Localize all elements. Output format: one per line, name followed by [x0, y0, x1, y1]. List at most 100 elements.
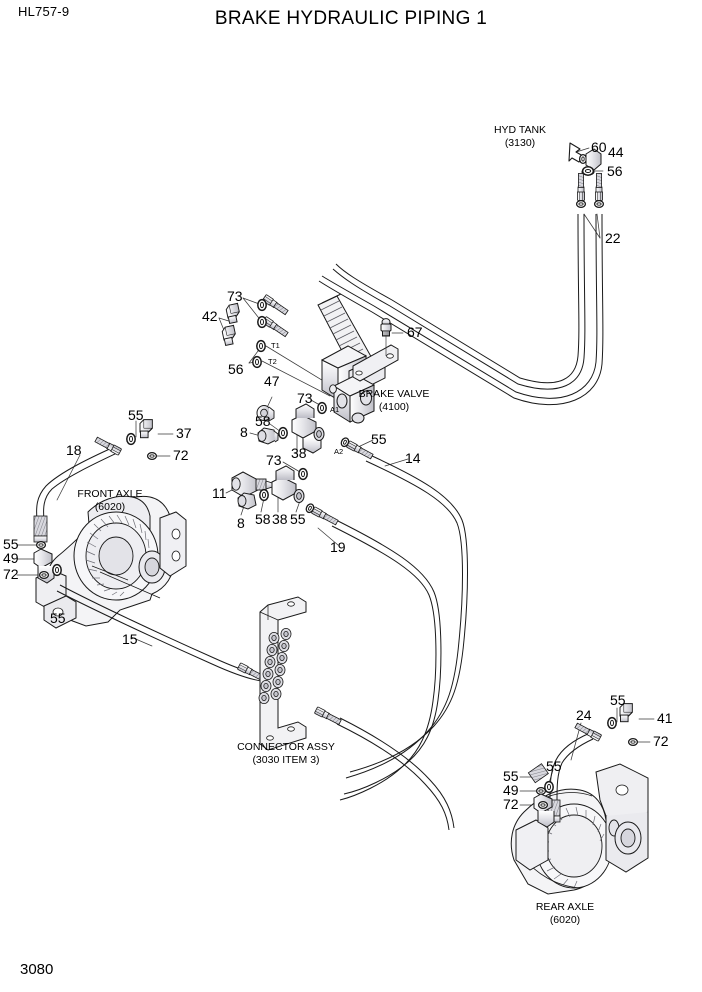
hose-14 [345, 454, 468, 779]
callout-49-rear: 49 [503, 782, 519, 798]
callout-11: 11 [212, 485, 227, 501]
oring-55-rear-left [535, 786, 547, 796]
hose-19-end [304, 502, 339, 527]
hose-18 [36, 446, 118, 540]
restrictor-11 [231, 471, 273, 498]
oring-55-rear-top [607, 716, 617, 730]
callout-72-front-left: 72 [3, 566, 19, 582]
callout-60: 60 [591, 139, 607, 155]
plug-8-upper [257, 427, 279, 445]
fitting-42-lower [220, 324, 238, 347]
caption-hyd-tank: HYD TANK (3130) [468, 124, 572, 149]
callout-55-front-bottom: 55 [50, 610, 66, 626]
caption-hyd-tank-line1: HYD TANK [493, 124, 547, 136]
hose-connector-end [313, 706, 343, 726]
hose-22-pair [318, 213, 604, 406]
caption-front-axle-line2: (6020) [94, 500, 126, 513]
callout-67: 67 [407, 324, 423, 340]
caption-hyd-tank-line2: (3130) [504, 136, 536, 149]
caption-connector-assy-line2: (3030 ITEM 3) [252, 753, 320, 766]
port-t2-label: T2 [268, 357, 277, 366]
callout-72-front: 72 [173, 447, 189, 463]
port-t1-label: T1 [271, 341, 280, 350]
front-axle-housing [35, 495, 187, 629]
oring-72-rear-left [537, 800, 549, 810]
callout-37: 37 [176, 425, 192, 441]
callout-8-upper: 8 [240, 424, 248, 440]
hose-18-end [94, 435, 123, 456]
oring-55-front-left [35, 540, 47, 550]
caption-rear-axle-line1: REAR AXLE [535, 901, 595, 913]
callout-55-rear-mid: 55 [546, 758, 562, 774]
oring-73-upper [257, 298, 267, 312]
oring-58-lower [259, 488, 269, 502]
caption-brake-valve-line2: (4100) [378, 400, 410, 413]
callout-8-lower: 8 [237, 515, 245, 531]
oring-56-upper [256, 339, 266, 353]
caption-connector-assy-line1: CONNECTOR ASSY [237, 741, 335, 753]
oring-58-upper [278, 426, 288, 440]
hose-19 [331, 519, 442, 801]
oring-72-front-left [38, 570, 50, 580]
plug-8-lower [237, 492, 257, 510]
caption-connector-assy: CONNECTOR ASSY (3030 ITEM 3) [218, 741, 354, 766]
oring-73-a1 [317, 401, 327, 415]
oring-73-lower [257, 315, 267, 329]
oring-56-lower [252, 355, 262, 369]
callout-44: 44 [608, 144, 624, 160]
callout-55-hose19: 55 [290, 511, 306, 527]
rear-axle-housing [510, 763, 649, 895]
callout-73-upper: 73 [227, 288, 243, 304]
hose-15 [56, 584, 263, 682]
callout-55-rear-left: 55 [503, 768, 519, 784]
callout-42: 42 [202, 308, 218, 324]
oring-55-front-top [126, 432, 136, 446]
callout-15: 15 [122, 631, 138, 647]
hose-22-end-a [575, 173, 587, 209]
oring-55-front-bottom [52, 563, 62, 577]
callout-38-upper: 38 [291, 445, 307, 461]
callout-73-lower: 73 [266, 452, 282, 468]
hyd-tank-fitting [578, 148, 602, 176]
callout-38-lower: 38 [272, 511, 288, 527]
tee-38-lower [271, 465, 305, 503]
oring-72-rear [627, 737, 639, 747]
caption-front-axle: FRONT AXLE (6020) [55, 488, 165, 513]
connector-assy [258, 596, 307, 751]
oring-73-lower-tee [298, 467, 308, 481]
page-title: BRAKE HYDRAULIC PIPING 1 [214, 8, 488, 29]
page-number: 3080 [20, 961, 54, 978]
tee-38-upper [291, 403, 325, 454]
callout-55-front-top: 55 [128, 407, 144, 423]
bolt-67 [380, 318, 392, 356]
hose-19-rear-crimp [527, 763, 549, 784]
caption-rear-axle-line2: (6020) [549, 913, 581, 926]
port-a1-label: A1 [330, 405, 340, 414]
callout-49-front: 49 [3, 550, 19, 566]
callout-19: 19 [330, 539, 346, 555]
callout-72-rear-left: 72 [503, 796, 519, 812]
oring-55-rear-mid [544, 780, 554, 794]
port-a2-label: A2 [334, 447, 344, 456]
callout-72-rear: 72 [653, 733, 669, 749]
callout-41: 41 [657, 710, 673, 726]
callout-58-lower: 58 [255, 511, 271, 527]
caption-front-axle-line1: FRONT AXLE [77, 488, 143, 500]
brake-valve-body [320, 344, 399, 424]
callout-24: 24 [576, 707, 592, 723]
callout-73-a1: 73 [297, 390, 313, 406]
hose-from-connector [336, 717, 455, 831]
callout-55-front-left: 55 [3, 536, 19, 552]
caption-rear-axle: REAR AXLE (6020) [512, 901, 618, 926]
caption-brake-valve: BRAKE VALVE (4100) [340, 388, 448, 413]
oring-72-front [146, 451, 158, 461]
callout-22: 22 [605, 230, 621, 246]
callout-55-rear-top: 55 [610, 692, 626, 708]
callout-14: 14 [405, 450, 421, 466]
callout-18: 18 [66, 442, 82, 458]
caption-brake-valve-line1: BRAKE VALVE [358, 388, 430, 400]
cap-47 [256, 405, 275, 422]
model-code: HL757-9 [18, 4, 70, 19]
